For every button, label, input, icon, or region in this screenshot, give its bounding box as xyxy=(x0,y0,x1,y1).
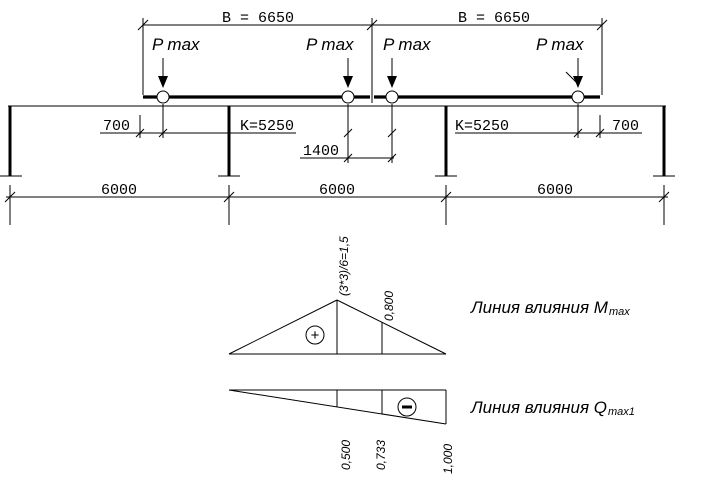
dim-700-left: 700 xyxy=(103,118,130,135)
load-label-3: P max xyxy=(383,35,431,54)
span-2-length: 6000 xyxy=(319,182,355,199)
moment-caption: Линия влияния Mmax xyxy=(470,298,630,318)
dim-1400: 1400 xyxy=(303,143,339,160)
moment-influence-line: + xyxy=(228,299,447,355)
wheel-icon xyxy=(341,90,355,104)
dim-700-right: 700 xyxy=(612,118,639,135)
b-dimension-right: B = 6650 xyxy=(458,10,530,27)
shear-influence-line xyxy=(228,389,447,425)
wheel-icon xyxy=(156,90,170,104)
columns xyxy=(0,106,675,177)
top-dimension-lines xyxy=(137,18,608,95)
load-arrow-3 xyxy=(387,58,397,88)
load-arrow-2 xyxy=(343,58,353,88)
load-label-4: P max xyxy=(536,35,584,54)
b-dimension-left: B = 6650 xyxy=(222,10,294,27)
shear-ordinate-3: 1,000 xyxy=(441,444,455,474)
span-dimension-lines xyxy=(4,185,670,225)
moment-sign: + xyxy=(311,327,320,344)
wheel-icon xyxy=(571,90,585,104)
load-arrow-4 xyxy=(565,58,583,88)
inner-dimension-lines xyxy=(100,104,642,163)
dim-k-right: K=5250 xyxy=(455,118,509,135)
moment-ordinate-value: 0,800 xyxy=(382,291,396,321)
wheel-icon xyxy=(385,90,399,104)
shear-ordinate-2: 0,733 xyxy=(374,440,388,470)
dim-k-left: K=5250 xyxy=(240,118,294,135)
load-label-1: P max xyxy=(152,35,200,54)
span-1-length: 6000 xyxy=(101,182,137,199)
shear-caption: Линия влияния Qmax1 xyxy=(470,398,635,418)
span-3-length: 6000 xyxy=(537,182,573,199)
load-label-2: P max xyxy=(306,35,354,54)
moment-peak-value: (3*3)/6=1,5 xyxy=(337,236,351,296)
load-arrow-1 xyxy=(158,58,168,88)
plus-sign-icon xyxy=(305,325,325,345)
shear-ordinate-1: 0,500 xyxy=(339,440,353,470)
